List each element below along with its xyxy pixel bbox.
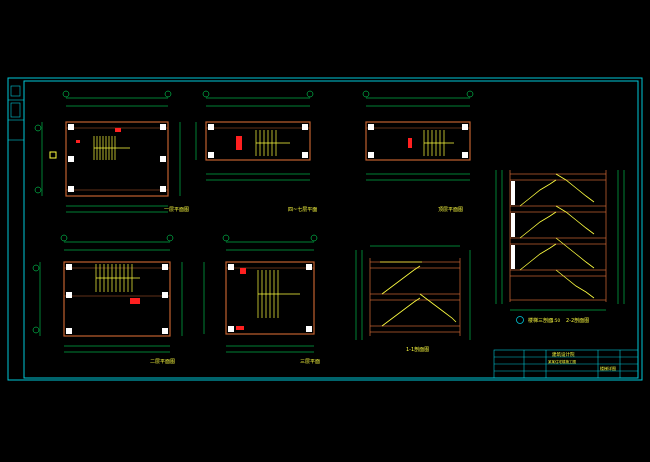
label-plan-ground-floor: 一层平面图 [164, 207, 189, 213]
plan-ground-floor [34, 90, 181, 213]
section-2-2 [495, 170, 625, 324]
section-1-1 [355, 245, 471, 340]
title-block [493, 349, 639, 379]
label-section-2-2: 楼梯三剖面 [528, 317, 553, 324]
binding-margin [8, 85, 24, 141]
plan-third-floor [203, 234, 318, 353]
label-plan-third-floor: 三层平面 [300, 359, 320, 365]
label-section-2-2-extra: 2-2剖面图 [566, 317, 589, 324]
label-section-2-2-scale: 1:50 [551, 318, 560, 323]
title-block-company: 建筑设计院 [552, 351, 575, 358]
plan-top-floor [362, 90, 474, 181]
label-plan-top-floor: 顶层平面图 [438, 207, 463, 213]
plan-second-floor [32, 234, 183, 353]
title-block-sheet-title: 楼梯详图 [600, 365, 616, 371]
title-block-project: 某某住宅楼施工图 [548, 359, 576, 364]
label-section-1-1: 1-1剖面图 [406, 346, 429, 353]
sheet-inner-border [23, 80, 639, 379]
plan-floors-4-7 [195, 90, 314, 181]
label-plan-second-floor: 二层平面图 [150, 359, 175, 365]
label-plan-floors-4-7: 四~七层平面 [288, 206, 317, 213]
sheet-outer-border [7, 77, 643, 381]
